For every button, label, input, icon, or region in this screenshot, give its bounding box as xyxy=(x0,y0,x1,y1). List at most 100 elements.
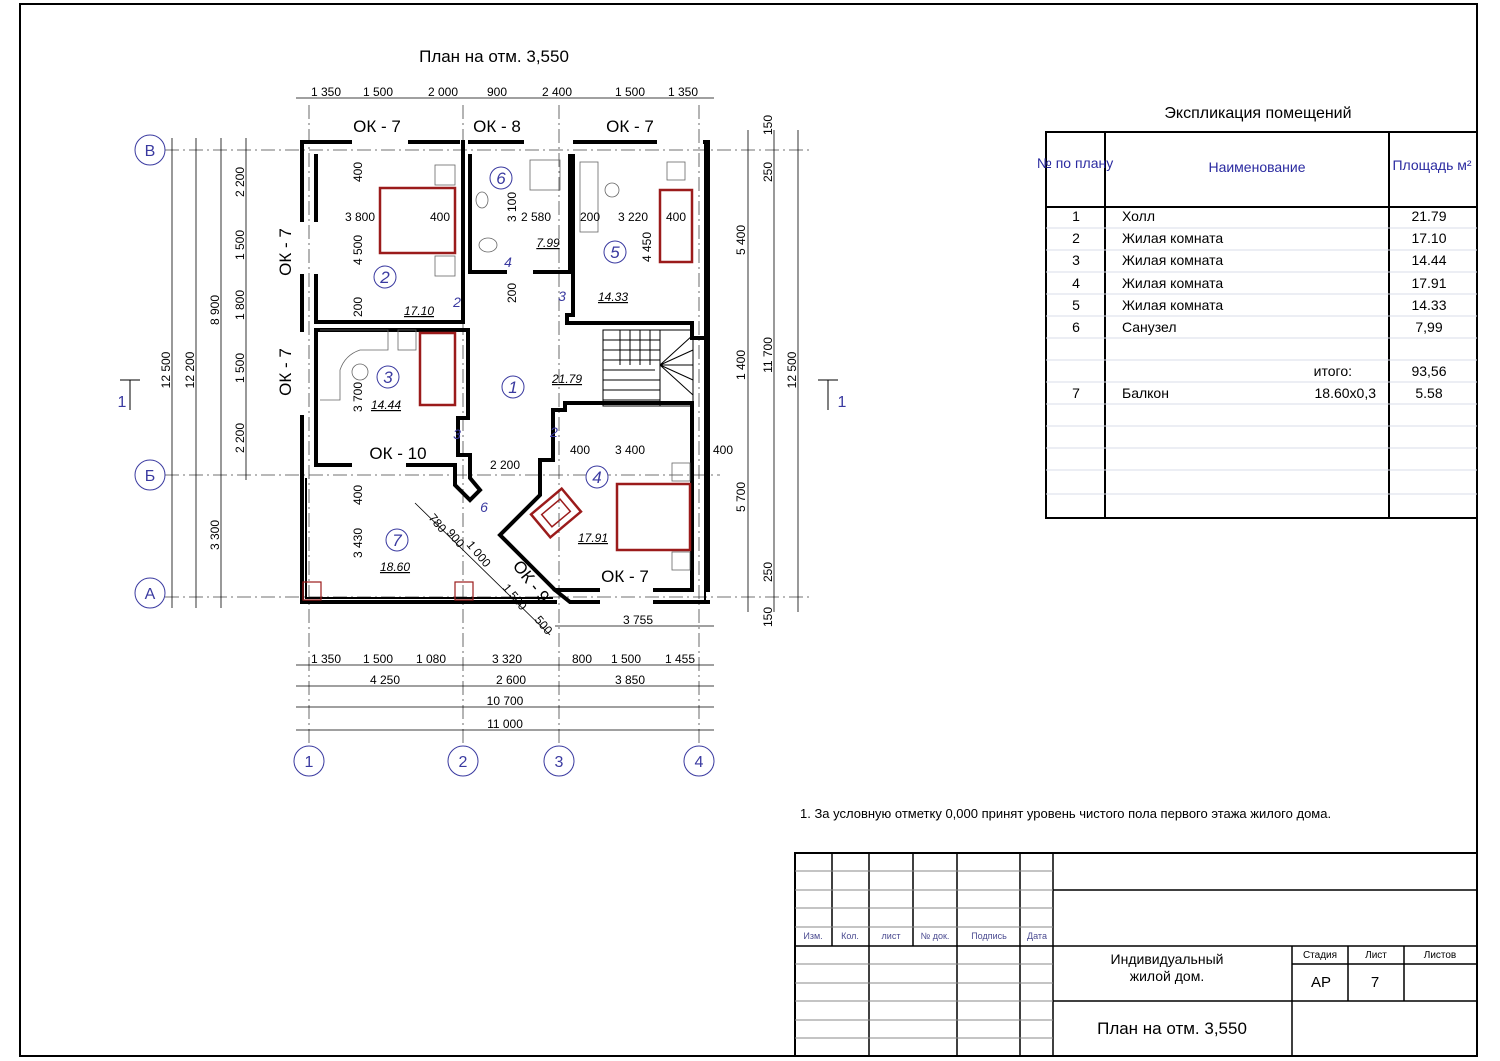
label: Балкон xyxy=(1122,385,1169,401)
section-mark-left: 1 xyxy=(118,394,127,411)
sheet-title: План на отм. 3,550 xyxy=(1097,1019,1247,1038)
label: 1 500 xyxy=(363,85,393,99)
label: Жилая комната xyxy=(1122,297,1223,313)
label: 1 350 xyxy=(668,85,698,99)
label: 2 xyxy=(549,424,558,440)
furniture xyxy=(302,159,694,601)
dims-bottom: 1 350 1 500 1 080 3 320 800 1 500 1 455 … xyxy=(311,613,695,731)
axis-circle xyxy=(683,745,715,777)
header-name: Наименование xyxy=(1208,159,1305,175)
label: 400 xyxy=(351,485,365,505)
axis-label-3: 3 xyxy=(555,754,564,771)
header-area: Площадь м² xyxy=(1392,157,1471,173)
bed-icon xyxy=(378,186,457,255)
dimension-lines xyxy=(171,97,799,731)
sheet-number: 7 xyxy=(1371,974,1379,991)
bed-icon xyxy=(658,188,694,264)
label: 21.79 xyxy=(1411,208,1446,224)
label: Подпись xyxy=(971,931,1007,941)
label: 2 200 xyxy=(490,458,520,472)
label: 7 xyxy=(1072,385,1080,401)
table-total-row: итого: 93,56 xyxy=(1314,363,1447,379)
label: 2 xyxy=(452,294,461,310)
label: 12 200 xyxy=(183,351,197,388)
label: 2 xyxy=(1072,230,1080,246)
label: 400 xyxy=(430,210,450,224)
room-number: 6 xyxy=(496,169,506,188)
explication-table: Экспликация помещений № по плану Наимено… xyxy=(1037,105,1478,519)
dims-left: 12 500 12 200 8 900 3 300 2 200 1 500 1 … xyxy=(159,167,247,550)
label: Жилая комната xyxy=(1122,275,1223,291)
label: 5 xyxy=(1072,297,1080,313)
label: 3 300 xyxy=(208,520,222,550)
axis-label-v: В xyxy=(145,143,156,160)
label: 5 700 xyxy=(734,482,748,512)
chair-icon xyxy=(351,363,369,381)
label: ОК - 7 xyxy=(276,348,295,396)
axis-circle xyxy=(134,459,166,491)
explication-title: Экспликация помещений xyxy=(1164,105,1351,122)
label: 1 800 xyxy=(233,290,247,320)
label: 4 500 xyxy=(351,235,365,265)
room-number: 2 xyxy=(379,268,390,287)
label: 3 755 xyxy=(623,613,653,627)
axis-circle xyxy=(134,134,166,166)
axis-label-2: 2 xyxy=(459,754,468,771)
axis-circle xyxy=(447,745,479,777)
label: Лист xyxy=(1365,950,1387,961)
table-row: 2 Жилая комната 17.10 xyxy=(1072,230,1447,246)
axis-markers: В Б А 1 2 3 4 xyxy=(134,134,715,777)
project-name-line2: жилой дом. xyxy=(1130,968,1204,984)
chair-icon xyxy=(604,182,620,198)
section-marks: 1 1 xyxy=(118,379,847,411)
label: 1 500 xyxy=(233,230,247,260)
shower-icon xyxy=(529,159,561,191)
table-row: 7 Балкон 18.60x0,3 5.58 xyxy=(1072,385,1443,401)
project-name-line1: Индивидуальный xyxy=(1111,951,1224,967)
axis-label-a: А xyxy=(145,586,156,603)
room-number: 4 xyxy=(592,468,601,487)
label: 4 450 xyxy=(640,232,654,262)
room-area: 17.10 xyxy=(404,304,434,318)
room-area: 17.91 xyxy=(578,531,608,545)
table-row: 3 Жилая комната 14.44 xyxy=(1072,252,1447,268)
label: 1 xyxy=(1072,208,1080,224)
label: 14.33 xyxy=(1411,297,1446,313)
label: 4 250 xyxy=(370,673,400,687)
label: 400 xyxy=(666,210,686,224)
room-number: 3 xyxy=(383,368,393,387)
label: 2 580 xyxy=(521,210,551,224)
label: ОК - 7 xyxy=(276,228,295,276)
label: 2 200 xyxy=(233,167,247,197)
label: Жилая комната xyxy=(1122,252,1223,268)
room-area: 21.79 xyxy=(551,372,582,386)
label: 1 500 xyxy=(611,652,641,666)
label: 11 700 xyxy=(761,337,775,373)
label: 400 xyxy=(713,443,733,457)
label: 3 430 xyxy=(351,528,365,558)
label: 12 500 xyxy=(785,351,799,388)
label: 93,56 xyxy=(1411,363,1446,379)
label: 1 500 xyxy=(233,353,247,383)
label: 3 xyxy=(1072,252,1080,268)
staircase xyxy=(602,329,694,407)
label: Стадия xyxy=(1303,950,1337,961)
axis-label-4: 4 xyxy=(695,754,704,771)
label: ОК - 8 xyxy=(473,117,521,136)
sink-icon xyxy=(475,191,489,209)
label: лист xyxy=(882,931,901,941)
label: 3 320 xyxy=(492,652,522,666)
label: 6 xyxy=(480,499,488,515)
label: Кол. xyxy=(841,931,859,941)
label: 4 xyxy=(504,254,512,270)
room-number: 7 xyxy=(392,531,402,550)
label: Листов xyxy=(1424,950,1457,961)
label: 4 xyxy=(1072,275,1080,291)
label: 2 600 xyxy=(496,673,526,687)
label: 2 400 xyxy=(542,85,572,99)
dims-top: 1 350 1 500 2 000 900 2 400 1 500 1 350 xyxy=(311,85,698,99)
label: 3 400 xyxy=(615,443,645,457)
label: 3 220 xyxy=(618,210,648,224)
label: 10 700 xyxy=(487,694,524,708)
